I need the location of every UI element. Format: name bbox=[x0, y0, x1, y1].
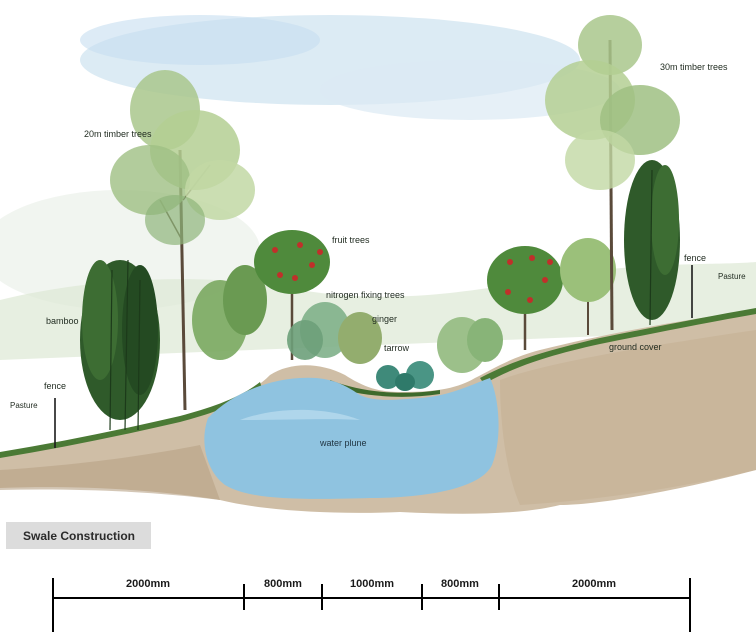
ginger-plants bbox=[338, 312, 382, 364]
dimension-label: 800mm bbox=[264, 578, 302, 590]
label-pasture-right: Pasture bbox=[718, 272, 746, 281]
label-bamboo: bamboo bbox=[46, 316, 79, 326]
label-nitrogen-fixing-trees: nitrogen fixing trees bbox=[326, 290, 405, 300]
label-ginger: ginger bbox=[372, 314, 398, 324]
fruit-tree-right bbox=[487, 246, 563, 350]
water-pond bbox=[204, 377, 499, 499]
water-highlight bbox=[240, 409, 360, 420]
dimension-scale-bar bbox=[52, 578, 691, 632]
tarrow-plants bbox=[376, 361, 434, 391]
label-fence-left: fence bbox=[44, 381, 67, 391]
grass-edge-bottom bbox=[330, 380, 440, 397]
timber-tree-30m bbox=[545, 15, 680, 331]
timber-tree-20m bbox=[110, 70, 255, 411]
bamboo-clump bbox=[80, 259, 160, 431]
label-fence-right: fence bbox=[684, 253, 707, 263]
small-tree-right bbox=[560, 238, 616, 335]
label-pasture-left: Pasture bbox=[10, 401, 38, 410]
dark-tree-right bbox=[624, 160, 680, 326]
label-ground-cover: ground cover bbox=[609, 342, 662, 352]
soil-shade-right bbox=[500, 330, 756, 505]
title-box: Swale Construction bbox=[6, 522, 151, 549]
nitrogen-fixing-shrubs-left bbox=[192, 265, 267, 360]
diagram-title: Swale Construction bbox=[23, 528, 136, 543]
dimension-label: 800mm bbox=[441, 578, 479, 590]
label-20m-timber-trees: 20m timber trees bbox=[84, 129, 152, 139]
shrubs-right bbox=[437, 317, 503, 373]
label-water-plune: water plune bbox=[320, 438, 367, 448]
soil-shade bbox=[0, 445, 220, 500]
grass-edge-right bbox=[480, 308, 756, 384]
nitrogen-fixing-trees bbox=[287, 302, 350, 360]
dimension-label: 1000mm bbox=[349, 578, 395, 590]
fruit-tree-left bbox=[254, 230, 330, 360]
label-30m-timber-trees: 30m timber trees bbox=[660, 62, 728, 72]
grass-edge-left bbox=[0, 382, 262, 458]
label-tarrow: tarrow bbox=[384, 343, 410, 353]
dimension-label: 2000mm bbox=[125, 578, 171, 590]
dimension-label: 2000mm bbox=[571, 578, 617, 590]
label-fruit-trees: fruit trees bbox=[332, 235, 370, 245]
